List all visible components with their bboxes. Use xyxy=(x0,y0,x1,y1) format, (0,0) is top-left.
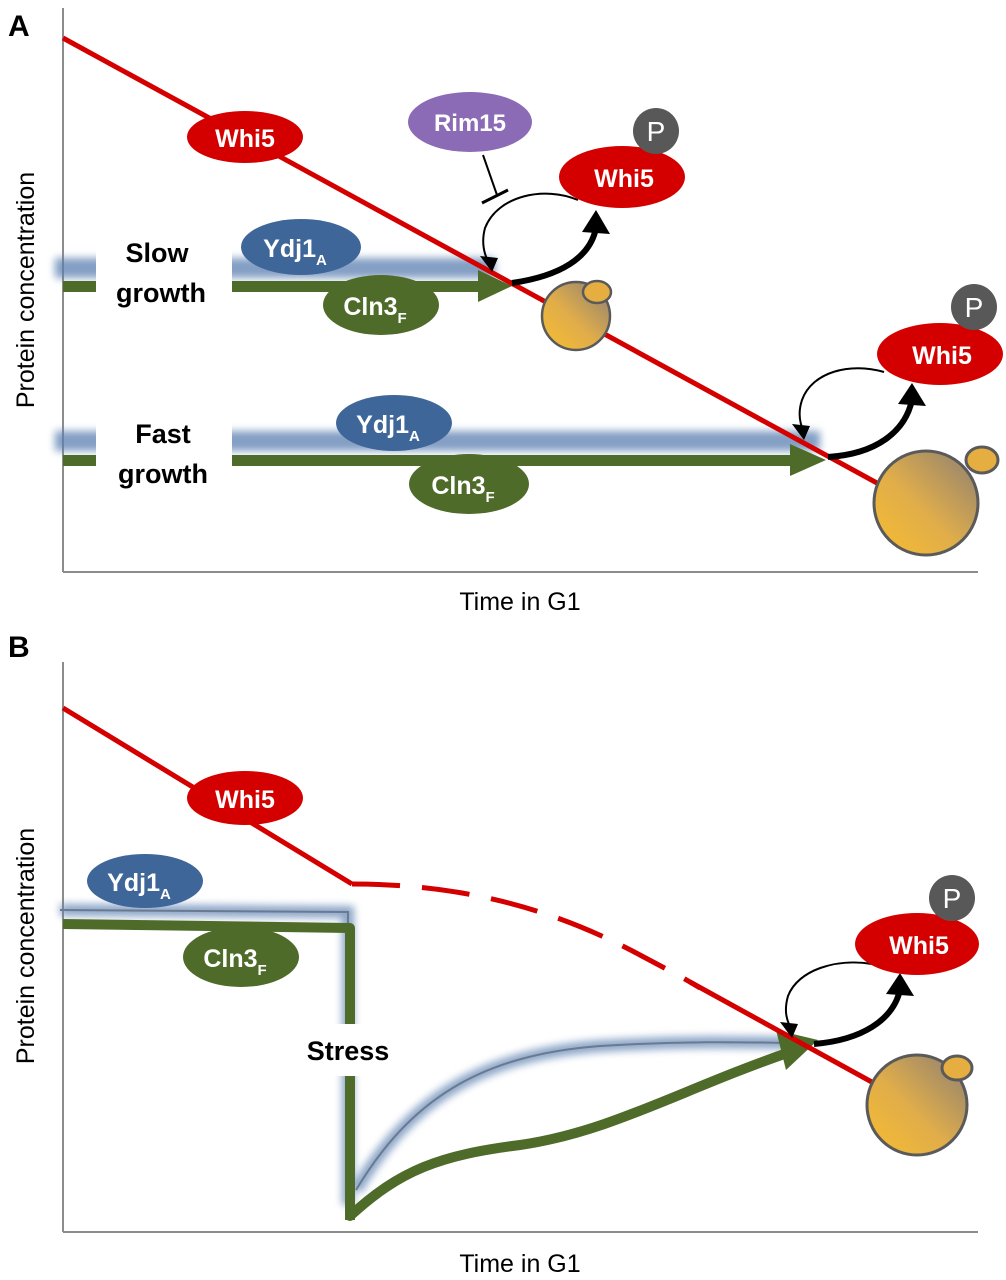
ydj1-oval-fast xyxy=(336,395,452,451)
cell-large xyxy=(872,449,980,557)
cln3-label-fast: Cln3F xyxy=(431,472,494,506)
cln3-label-b: Cln3F xyxy=(203,945,266,979)
whi5-label-a: Whi5 xyxy=(215,125,275,153)
whi5-p-oval-slow xyxy=(559,146,685,208)
panel-b: B Protein concentration Time in G1 Stres… xyxy=(8,631,979,1278)
cln3-line-b xyxy=(62,919,355,1220)
cln3-oval-slow xyxy=(323,275,439,335)
phospho-badge-slow xyxy=(633,108,679,154)
whi5-p-label-b: Whi5 xyxy=(889,932,949,960)
cln3-arrowhead-fast xyxy=(790,444,826,476)
stress-label-bg xyxy=(283,1024,411,1076)
whi5-p-label-slow: Whi5 xyxy=(594,165,654,193)
rim15-oval xyxy=(408,92,532,152)
rim15-inhibition-line xyxy=(482,154,498,196)
ydj1-label-b: Ydj1A xyxy=(107,869,171,903)
cycle-thick-arrow-fast xyxy=(827,399,915,460)
whi5-p-oval-fast xyxy=(877,323,1003,385)
ydj1-label-slow: Ydj1A xyxy=(263,235,327,269)
ydj1-label-fast: Ydj1A xyxy=(356,411,420,445)
cycle-thick-arrowhead-b xyxy=(886,973,914,996)
ydj1-oval-b xyxy=(87,854,203,908)
panel-b-y-axis-label: Protein concentration xyxy=(12,828,40,1064)
cell-small-bud xyxy=(581,279,613,305)
phospho-label-fast: P xyxy=(965,292,984,323)
whi5-label-b: Whi5 xyxy=(215,786,275,814)
cycle-thick-arrowhead-slow xyxy=(582,210,610,234)
panel-a-x-axis-label: Time in G1 xyxy=(459,588,580,616)
ydj1-oval-slow xyxy=(241,219,361,275)
panel-b-x-axis-label: Time in G1 xyxy=(459,1250,580,1278)
cln3-line-fast xyxy=(63,455,798,466)
whi5-line-b-solid xyxy=(688,979,892,1095)
slow-growth-label-line2: growth xyxy=(116,278,206,308)
cycle-thin-arrow-fast xyxy=(798,367,885,433)
slow-growth-label-line1: Slow xyxy=(125,238,189,268)
phospho-label-slow: P xyxy=(647,116,666,147)
rim15-label: Rim15 xyxy=(434,110,506,137)
phospho-badge-b xyxy=(929,875,975,921)
cln3-label-slow: Cln3F xyxy=(343,293,406,327)
whi5-oval-a xyxy=(187,111,303,163)
whi5-p-label-fast: Whi5 xyxy=(912,342,972,370)
cycle-thin-arrowhead-slow xyxy=(480,256,498,272)
phospho-label-b: P xyxy=(943,883,962,914)
cycle-thin-arrow-b xyxy=(784,961,873,1031)
cln3-line-slow xyxy=(63,281,488,292)
phospho-badge-fast xyxy=(951,284,997,330)
panel-b-letter: B xyxy=(8,631,30,664)
cln3-oval-fast xyxy=(409,454,529,514)
panel-a-letter: A xyxy=(8,10,30,43)
whi5-line-a xyxy=(61,35,910,503)
ydj1-recovery-line xyxy=(355,1041,791,1191)
whi5-oval-b xyxy=(187,771,303,825)
stress-label: Stress xyxy=(307,1036,390,1066)
cln3-recovery-arrowhead xyxy=(776,1030,818,1070)
slow-label-bg xyxy=(96,228,232,316)
panel-a-y-axis-label: Protein concentration xyxy=(12,172,40,408)
whi5-line-b-dashed xyxy=(351,881,702,991)
rim15-inhibition-bar xyxy=(481,188,509,205)
cln3-arrowhead-slow xyxy=(478,270,512,302)
fast-growth-label-line2: growth xyxy=(118,459,208,489)
cell-b xyxy=(865,1053,969,1157)
whi5-p-oval-b xyxy=(855,913,979,975)
cell-large-bud xyxy=(964,445,1000,475)
cycle-thick-arrowhead-fast xyxy=(898,383,926,406)
cell-b-bud xyxy=(940,1054,974,1082)
cycle-thin-arrow-slow xyxy=(482,192,579,266)
panel-a: A Protein concentration Time in G1 Slow … xyxy=(8,8,1003,616)
cycle-thin-arrowhead-b xyxy=(780,1022,798,1038)
cln3-oval-b xyxy=(183,927,299,987)
cln3-recovery-line xyxy=(345,1047,795,1221)
cycle-thick-arrow-b xyxy=(813,989,903,1047)
fast-growth-label-line1: Fast xyxy=(135,419,191,449)
cycle-thick-arrow-slow xyxy=(511,227,599,286)
fast-label-bg xyxy=(96,410,232,500)
cycle-thin-arrowhead-fast xyxy=(792,424,810,440)
